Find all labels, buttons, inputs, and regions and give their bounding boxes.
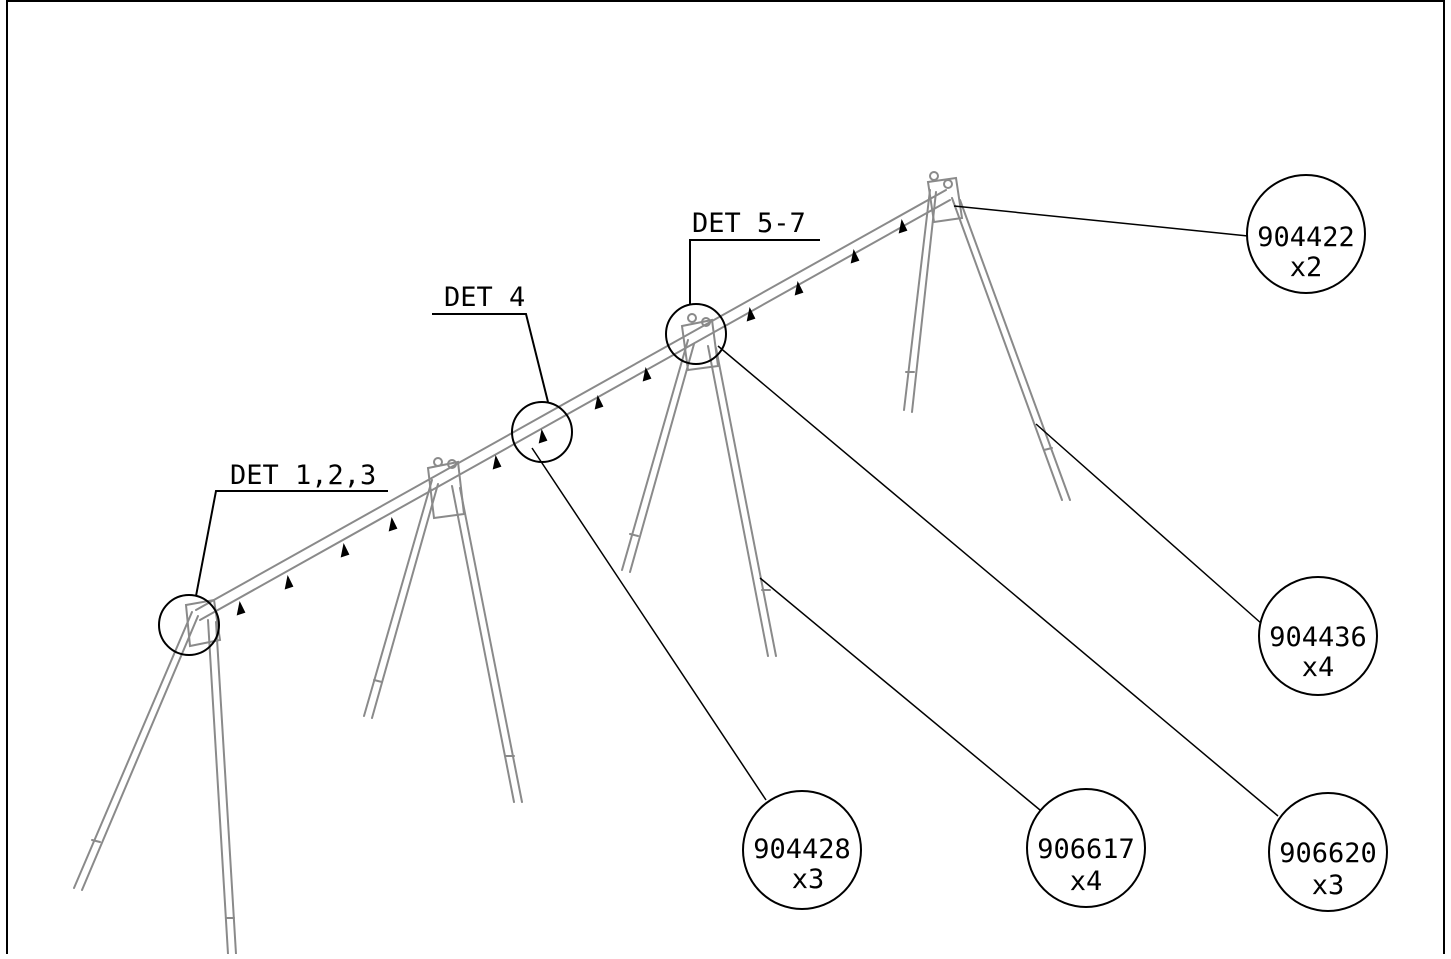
a-frame-3 [621,313,777,657]
leader-904422 [953,205,1249,237]
callout-part-number: 906617 [1037,834,1135,865]
callout-904428: 904428 x3 [742,790,862,910]
detail-markers [158,239,820,656]
detail-label-5: DET 5-7 [692,208,806,239]
callout-904436: 904436 x4 [1258,576,1378,696]
callout-leaders [531,205,1279,817]
callout-904422: 904422 x2 [1246,174,1366,294]
callout-part-number: 904422 [1257,222,1355,253]
swing-frame [73,171,1071,955]
leader-904428 [531,447,767,801]
detail-circle-1 [158,594,220,656]
detail-leader-1 [195,490,388,597]
callout-quantity: x4 [1302,652,1335,683]
a-frame-4 [903,171,1071,501]
detail-leader-5 [689,239,820,304]
callout-part-number: 906620 [1279,838,1377,869]
a-frame-1 [73,598,237,955]
leader-904436 [1035,423,1263,625]
leader-906620 [717,345,1279,817]
detail-circle-5 [665,303,727,365]
callout-quantity: x3 [1312,870,1345,901]
callout-quantity: x2 [1290,252,1323,283]
top-beam [195,189,951,621]
callout-part-number: 904436 [1269,622,1367,653]
callout-906617: 906617 x4 [1026,788,1146,908]
leader-906617 [759,577,1041,811]
swing-hangers [236,218,908,616]
a-frame-2 [363,457,523,803]
callout-quantity: x4 [1070,866,1103,897]
detail-leader-4 [432,313,549,403]
detail-label-1: DET 1,2,3 [230,460,376,491]
drawing-border [6,0,1445,959]
detail-label-4: DET 4 [444,282,525,313]
callout-906620: 906620 x3 [1268,792,1388,912]
callout-quantity: x3 [792,864,825,895]
callout-part-number: 904428 [753,834,851,865]
